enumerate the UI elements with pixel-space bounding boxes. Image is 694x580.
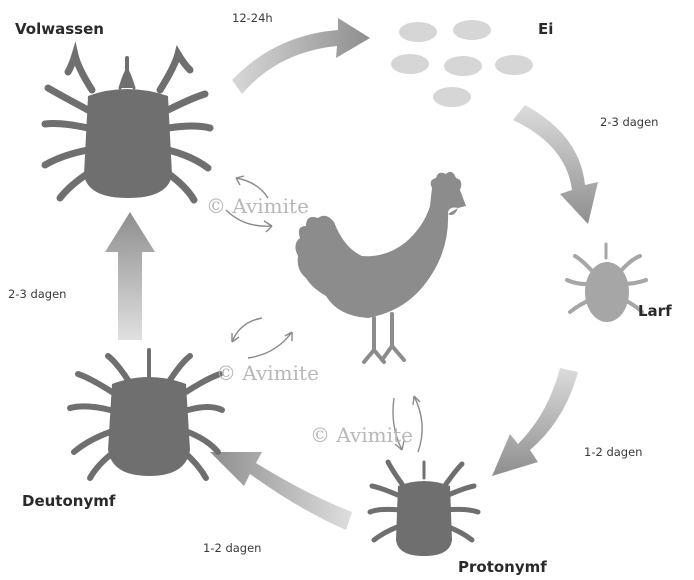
watermark: © Avimite — [216, 361, 319, 385]
chicken — [295, 172, 466, 362]
label-adult: Volwassen — [15, 20, 104, 38]
arrow-egg-to-larva — [513, 105, 598, 224]
deutonymph — [70, 350, 222, 478]
larva — [567, 244, 646, 322]
arrow-adult-to-egg — [232, 18, 370, 94]
watermark: © Avimite — [310, 423, 413, 447]
duration-larva-to-protonymph: 1-2 dagen — [584, 445, 642, 459]
protonymph — [370, 462, 478, 556]
watermark: © Avimite — [206, 194, 309, 218]
label-larva: Larf — [638, 302, 672, 320]
interaction-arrows-deutonymph — [232, 318, 292, 358]
arrow-larva-to-protonymph — [492, 368, 578, 476]
duration-adult-to-egg: 12-24h — [232, 11, 273, 25]
label-egg: Ei — [538, 20, 553, 38]
arrow-protonymph-to-deutonymph — [210, 452, 352, 530]
adult-mite — [45, 54, 210, 200]
eggs — [391, 20, 533, 107]
label-deutonymph: Deutonymf — [22, 492, 116, 510]
duration-egg-to-larva: 2-3 dagen — [600, 115, 658, 129]
duration-deutonymph-to-adult: 2-3 dagen — [8, 287, 66, 301]
duration-protonymph-to-deutonymph: 1-2 dagen — [203, 541, 261, 555]
label-protonymph: Protonymf — [458, 558, 547, 576]
arrow-deutonymph-to-adult — [105, 212, 155, 340]
